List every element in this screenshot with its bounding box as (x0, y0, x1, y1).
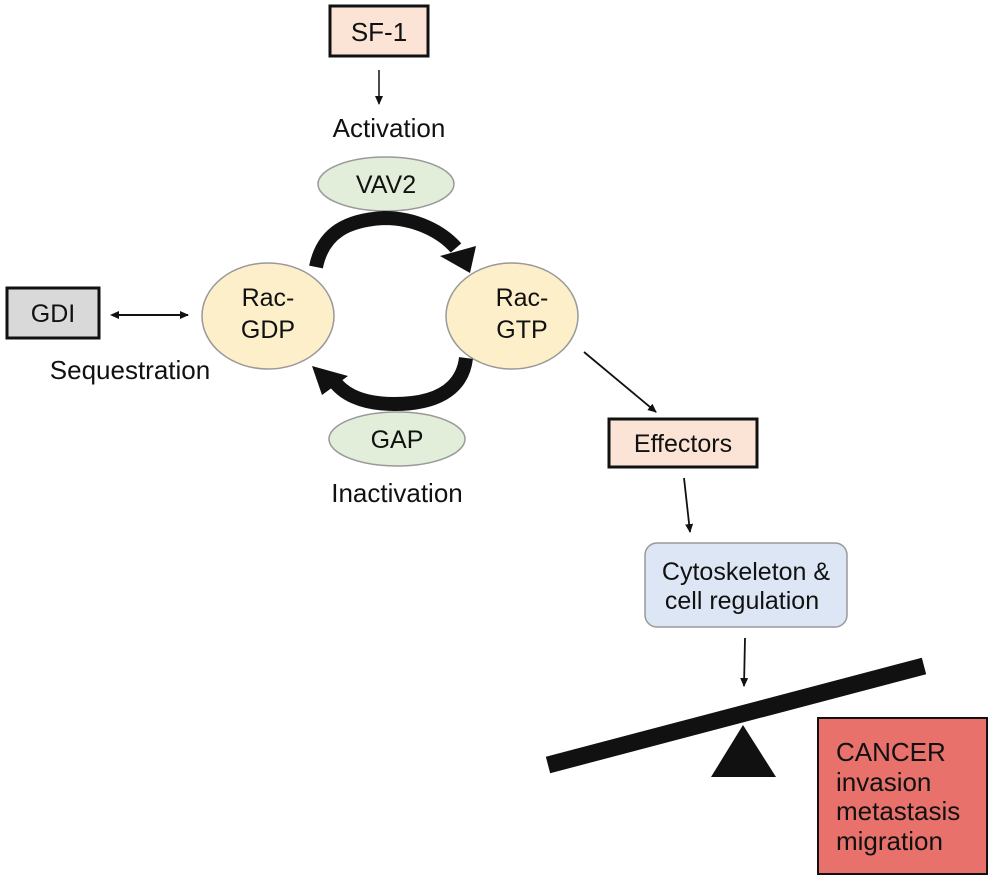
gdi-node: GDI (5, 286, 101, 340)
gdi-label: GDI (31, 300, 75, 328)
effectors-arrow (583, 351, 657, 413)
cytoskeleton-arrow (683, 477, 694, 533)
effectors-label: Effectors (634, 430, 732, 458)
vav2-node: VAV2 (317, 156, 455, 212)
vav2-label: VAV2 (356, 171, 416, 199)
gap-label: GAP (371, 426, 424, 454)
sf1-label: SF-1 (351, 17, 407, 47)
rac-gtp-label-line1: Rac- (496, 284, 549, 312)
seesaw-fulcrum (711, 725, 776, 777)
sf1-node: SF-1 (328, 4, 430, 58)
cancer-label-line4: migration (836, 826, 943, 856)
cytoskeleton-node: Cytoskeleton & cell regulation (644, 542, 848, 628)
effectors-node: Effectors (607, 417, 759, 469)
activation-label: Activation (333, 113, 446, 143)
rac-gdp-label-line1: Rac- (242, 284, 295, 312)
rac-gtp-label-line2: GTP (496, 316, 547, 344)
rac-gdp-label-line2: GDP (241, 316, 295, 344)
rac-gtp-node: Rac- GTP (445, 262, 579, 370)
activation-curve-arrow (309, 210, 476, 273)
rac-gdp-node: Rac- GDP (201, 262, 335, 370)
cancer-label-line3: metastasis (836, 796, 960, 826)
gap-node: GAP (328, 411, 466, 467)
sequestration-label: Sequestration (50, 355, 210, 385)
inactivation-label: Inactivation (331, 478, 463, 508)
inactivation-curve-arrow (312, 356, 473, 412)
cancer-label-line2: invasion (836, 767, 931, 797)
balance-arrow (740, 637, 749, 687)
cancer-label-line1: CANCER (836, 737, 946, 767)
cytoskeleton-label-line2: cell regulation (665, 587, 819, 615)
cancer-node: CANCER invasion metastasis migration (817, 717, 988, 875)
seesaw-beam (545, 657, 927, 774)
cytoskeleton-label-line1: Cytoskeleton & (662, 558, 830, 586)
